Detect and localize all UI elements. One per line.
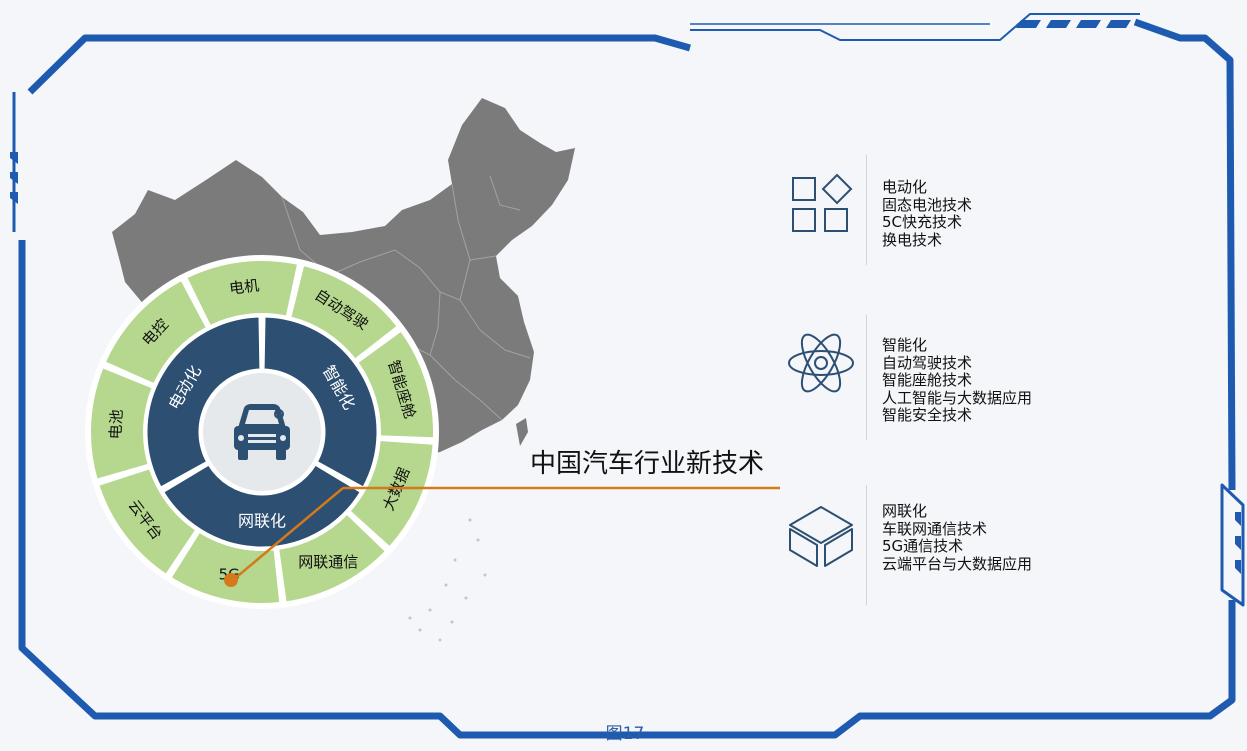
car-headlight	[280, 435, 286, 441]
connector-line-diagonal	[232, 487, 344, 581]
decorative-frame	[12, 13, 1245, 739]
outer-segment	[184, 259, 300, 328]
outer-segment	[103, 278, 209, 386]
atom-icon	[788, 333, 854, 393]
outer-segment	[348, 438, 435, 549]
inner-segment	[261, 314, 380, 491]
category-item: 智能座舱技术	[882, 371, 973, 389]
category-item: 云端平台与大数据应用	[882, 554, 1033, 573]
outer-segment	[355, 329, 435, 440]
category-item: 人工智能与大数据应用	[882, 388, 1033, 407]
outer-segment	[97, 467, 198, 577]
category-intelligence: 智能化 自动驾驶技术 智能座舱技术 人工智能与大数据应用 智能安全技术	[882, 336, 1033, 425]
category-title: 智能化	[882, 336, 928, 354]
outer-segment	[277, 512, 388, 604]
connector-dot	[224, 573, 238, 587]
outer-segment	[89, 365, 154, 481]
car-mirror	[274, 409, 284, 419]
category-title: 电动化	[882, 178, 928, 196]
inner-segment	[144, 314, 263, 491]
frame-stripes	[10, 20, 1241, 574]
category-item: 5G通信技术	[882, 537, 964, 555]
divider-intelligence	[866, 315, 867, 440]
figure-caption: 图17	[605, 724, 645, 744]
outer-segment-label: 电池	[106, 409, 126, 440]
inner-segment-label: 网联化	[238, 512, 286, 531]
category-item: 换电技术	[882, 230, 943, 249]
car-grille	[248, 440, 276, 443]
technology-wheel: 电机自动驾驶智能座舱大数据网联通信5G云平台电池电控电动化智能化网联化	[85, 255, 439, 609]
shapes-icon	[792, 173, 853, 232]
connector	[224, 486, 780, 587]
category-item: 智能安全技术	[882, 406, 973, 424]
car-grille	[248, 434, 276, 437]
outer-segment	[289, 263, 400, 361]
central-title: 中国汽车行业新技术	[530, 449, 765, 479]
cube-icon	[789, 506, 853, 567]
car-headlight	[238, 435, 244, 441]
category-item: 自动驾驶技术	[882, 353, 973, 372]
divider-electrification	[866, 155, 867, 265]
category-item: 5C快充技术	[882, 213, 963, 231]
outer-segment-label: 网联通信	[298, 553, 358, 571]
inner-segment	[160, 461, 364, 550]
category-connectivity: 网联化 车联网通信技术 5G通信技术 云端平台与大数据应用	[882, 502, 1033, 573]
category-item: 车联网通信技术	[882, 519, 988, 538]
divider-connectivity	[866, 485, 867, 605]
islands	[408, 518, 487, 642]
category-item: 固态电池技术	[882, 195, 973, 214]
car-windshield	[245, 410, 279, 424]
category-title: 网联化	[882, 502, 928, 520]
outer-segment-label: 电机	[228, 276, 260, 298]
outer-segment	[169, 530, 282, 605]
category-electrification: 电动化 固态电池技术 5C快充技术 换电技术	[882, 178, 973, 249]
